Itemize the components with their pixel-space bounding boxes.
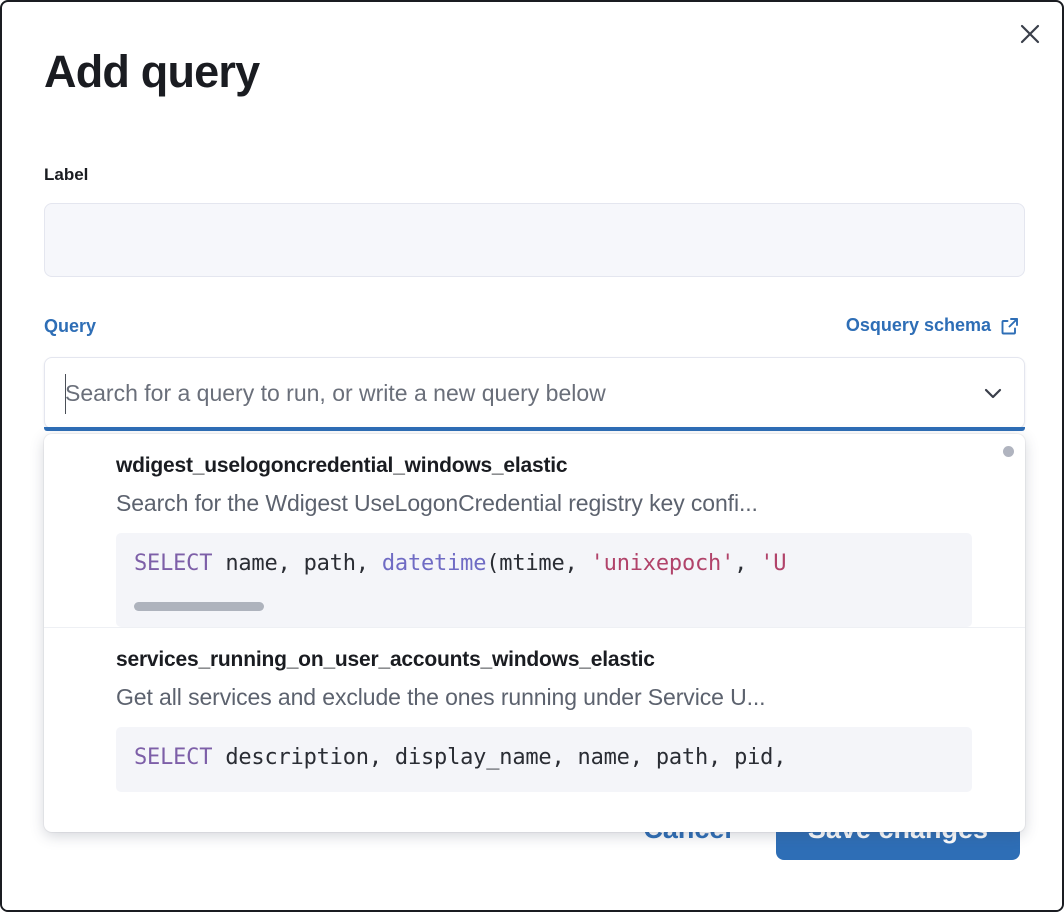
text-cursor [65, 374, 66, 414]
osquery-schema-label: Osquery schema [845, 315, 991, 335]
code-horizontal-scrollbar[interactable] [134, 602, 264, 611]
combobox-focus-underline [44, 427, 1025, 431]
suggestion-description: Search for the Wdigest UseLogonCredentia… [116, 490, 758, 516]
code-line: SELECT description, display_name, name, … [134, 745, 787, 770]
query-combobox-placeholder: Search for a query to run, or write a ne… [65, 379, 606, 406]
page-title: Add query [44, 46, 260, 97]
dropdown-scrollbar[interactable] [1003, 446, 1014, 457]
suggestion-title: wdigest_uselogoncredential_windows_elast… [116, 454, 568, 477]
suggestion-description: Get all services and exclude the ones ru… [116, 684, 766, 710]
list-item[interactable]: services_running_on_user_accounts_window… [44, 627, 1025, 792]
label-field-caption: Label [44, 165, 89, 184]
label-input[interactable] [44, 203, 1025, 277]
close-button[interactable] [1012, 16, 1048, 52]
query-suggestions-dropdown: wdigest_uselogoncredential_windows_elast… [44, 434, 1025, 832]
close-icon [1019, 23, 1041, 45]
suggestion-code-block: SELECT name, path, datetime(mtime, 'unix… [116, 533, 972, 627]
chevron-down-icon[interactable] [980, 380, 1006, 406]
suggestion-code-block: SELECT description, display_name, name, … [116, 727, 972, 792]
query-field-caption: Query [44, 316, 97, 336]
list-item[interactable]: wdigest_uselogoncredential_windows_elast… [44, 434, 1025, 627]
suggestion-title: services_running_on_user_accounts_window… [116, 648, 655, 671]
query-combobox[interactable]: Search for a query to run, or write a ne… [44, 357, 1025, 429]
external-link-icon [1000, 316, 1020, 336]
osquery-schema-link[interactable]: Osquery schema [846, 315, 1020, 336]
code-line: SELECT name, path, datetime(mtime, 'unix… [134, 551, 787, 576]
